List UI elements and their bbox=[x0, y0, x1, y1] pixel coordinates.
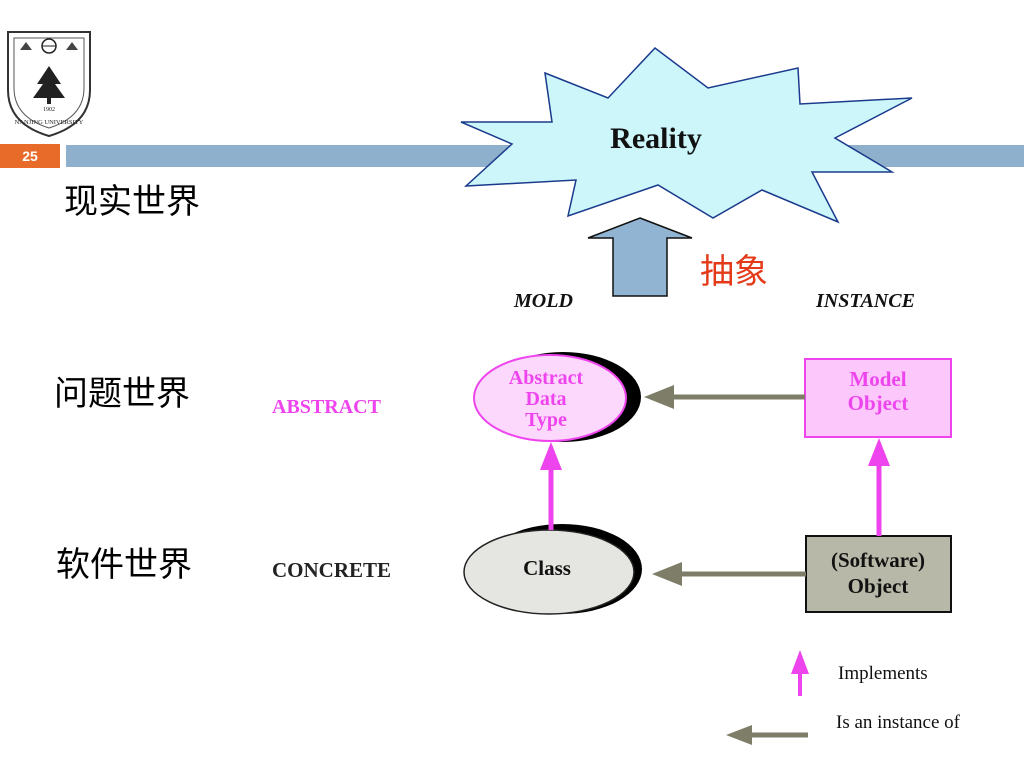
implements-arrow-left bbox=[540, 442, 562, 530]
lion-right-icon bbox=[66, 42, 78, 50]
instance-of-arrow-bottom bbox=[652, 562, 806, 586]
legend-instance-of-arrow bbox=[726, 725, 808, 745]
model-object-line-2: Object bbox=[848, 391, 909, 415]
model-object-line-1: Model bbox=[849, 367, 906, 391]
column-instance-label: INSTANCE bbox=[816, 290, 915, 312]
software-object-line-2: Object bbox=[848, 574, 909, 598]
legend-implements-label: Implements bbox=[838, 663, 928, 684]
column-mold-label: MOLD bbox=[514, 290, 573, 312]
level-abstract-label: ABSTRACT bbox=[272, 396, 381, 418]
reality-label: Reality bbox=[610, 122, 702, 155]
abstraction-label: 抽象 bbox=[700, 252, 768, 292]
legend-implements-arrow bbox=[791, 650, 809, 696]
adt-node: Abstract Data Type bbox=[473, 352, 641, 442]
adt-line-1: Abstract bbox=[509, 367, 584, 389]
slide-number: 25 bbox=[0, 144, 60, 168]
abstraction-up-arrow bbox=[587, 217, 693, 297]
tree-icon bbox=[33, 66, 65, 104]
model-object-node: Model Object bbox=[804, 358, 952, 438]
legend-instance-of-label: Is an instance of bbox=[836, 712, 960, 733]
reality-burst: Reality bbox=[460, 46, 913, 224]
class-node: Class bbox=[463, 524, 642, 615]
world-real-label: 现实世界 bbox=[64, 182, 200, 222]
logo-year: 1902 bbox=[43, 107, 55, 113]
software-object-node: (Software) Object bbox=[805, 535, 952, 613]
world-problem-label: 问题世界 bbox=[54, 374, 190, 414]
instance-of-arrow-top bbox=[644, 385, 805, 409]
level-concrete-label: CONCRETE bbox=[272, 558, 392, 582]
implements-arrow-right bbox=[868, 438, 890, 536]
adt-line-3: Type bbox=[525, 409, 567, 431]
university-logo: 1902 NANJING UNIVERSITY bbox=[7, 31, 91, 138]
lion-left-icon bbox=[20, 42, 32, 50]
logo-text: NANJING UNIVERSITY bbox=[15, 119, 84, 126]
software-object-line-1: (Software) bbox=[831, 548, 925, 572]
class-label: Class bbox=[523, 556, 571, 580]
adt-line-2: Data bbox=[525, 388, 566, 410]
world-software-label: 软件世界 bbox=[56, 545, 192, 585]
